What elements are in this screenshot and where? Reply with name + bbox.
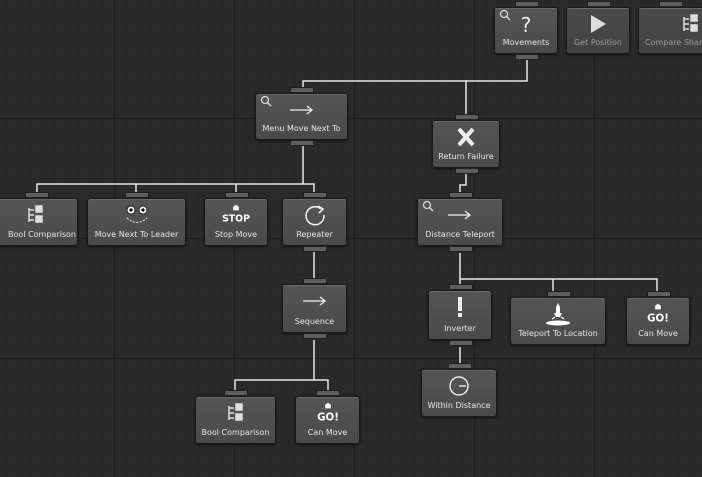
play-icon <box>584 12 612 36</box>
node-distance-teleport[interactable]: Distance Teleport <box>417 192 503 252</box>
go-icon: GO! <box>644 302 672 326</box>
node-label: Movements <box>502 38 550 47</box>
svg-text:?: ? <box>521 13 532 36</box>
node-label: Stop Move <box>214 230 258 239</box>
svg-text:GO!: GO! <box>647 312 669 324</box>
node-can-move[interactable]: GO! Can Move <box>626 291 690 345</box>
exclamation-icon <box>446 295 474 319</box>
compare-icon <box>222 401 250 425</box>
svg-text:GO!: GO! <box>317 411 339 423</box>
node-label: Move Next To Leader <box>94 230 179 239</box>
node-label: Can Move <box>307 428 348 437</box>
node-label: Bool Comparison <box>8 230 76 239</box>
face-icon <box>123 203 151 227</box>
gauge-icon <box>445 374 473 398</box>
repeat-icon <box>301 203 329 227</box>
node-label: Distance Teleport <box>425 230 495 239</box>
arrow-right-icon <box>288 98 316 122</box>
node-label: Within Distance <box>427 401 491 410</box>
compare-icon <box>22 203 50 227</box>
node-movements[interactable]: ? Movements <box>494 1 558 60</box>
node-repeater[interactable]: Repeater <box>282 192 347 252</box>
question-mark-icon: ? <box>512 12 540 36</box>
node-compare-shared[interactable]: Compare Shar <box>638 1 702 54</box>
svg-text:STOP: STOP <box>222 214 250 225</box>
wire-teleport-children <box>459 253 658 291</box>
node-inverter[interactable]: Inverter <box>428 284 492 346</box>
node-label: Can Move <box>638 329 678 338</box>
stop-sign-icon: STOP <box>222 203 250 227</box>
mini-node-icon <box>422 200 434 212</box>
node-stop-move[interactable]: STOP Stop Move <box>204 192 268 246</box>
node-bool-comparison[interactable]: Bool Comparison <box>195 390 276 444</box>
node-sequence[interactable]: Sequence <box>282 278 347 339</box>
node-can-move[interactable]: GO! Can Move <box>295 390 360 444</box>
arrow-right-icon <box>446 203 474 227</box>
node-label: Bool Comparison <box>201 428 270 437</box>
mini-node-icon <box>260 95 272 107</box>
node-menu-move-next-to[interactable]: Menu Move Next To <box>255 87 348 146</box>
node-label: Sequence <box>294 317 335 326</box>
mini-node-icon <box>499 9 511 21</box>
node-get-position[interactable]: Get Position <box>566 1 630 54</box>
node-label: Inverter <box>444 324 476 333</box>
node-teleport-to-location[interactable]: Teleport To Location <box>510 291 606 345</box>
node-label: Repeater <box>296 230 333 239</box>
compare-icon <box>677 12 702 36</box>
go-icon: GO! <box>314 401 342 425</box>
node-label: Return Failure <box>438 152 494 161</box>
node-bool-comparison[interactable]: Bool Comparison <box>0 192 78 246</box>
node-label: Compare Shar <box>645 38 702 47</box>
x-icon <box>452 125 480 149</box>
wire-sequence-children <box>234 340 329 390</box>
arrow-right-icon <box>301 289 329 313</box>
node-label: Get Position <box>574 38 622 47</box>
node-label: Teleport To Location <box>518 329 598 338</box>
node-move-next-to-leader[interactable]: Move Next To Leader <box>87 192 186 246</box>
node-label: Menu Move Next To <box>262 124 341 133</box>
node-within-distance[interactable]: Within Distance <box>421 363 497 417</box>
wire-menu-children <box>36 146 315 192</box>
teleport-icon <box>544 302 572 326</box>
wire-return-failure-child <box>459 174 467 192</box>
node-return-failure[interactable]: Return Failure <box>432 114 500 174</box>
